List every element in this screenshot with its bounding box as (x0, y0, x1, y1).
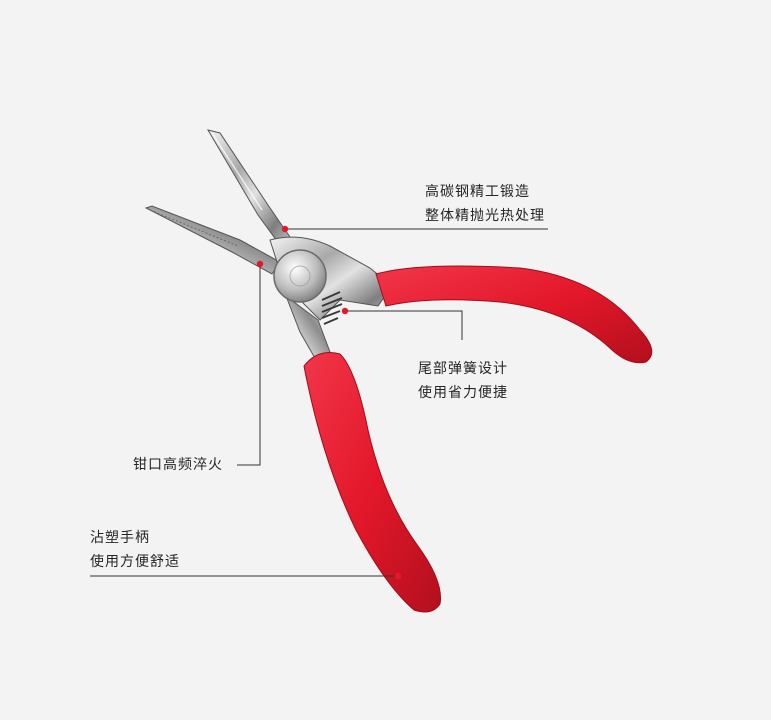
marker-spring (341, 307, 349, 315)
marker-jaw (256, 260, 264, 268)
callout-spring-line1: 尾部弹簧设计 (418, 361, 508, 377)
callout-handle: 沾塑手柄 使用方便舒适 (90, 526, 180, 574)
callout-spring: 尾部弹簧设计 使用省力便捷 (418, 357, 508, 405)
callout-handle-line1: 沾塑手柄 (90, 530, 150, 546)
callout-jaw-line1: 钳口高频淬火 (133, 457, 223, 473)
callout-handle-line2: 使用方便舒适 (90, 554, 180, 570)
marker-handle (394, 572, 402, 580)
callout-spring-line2: 使用省力便捷 (418, 385, 508, 401)
spring (321, 291, 343, 325)
callout-steel: 高碳钢精工锻造 整体精抛光热处理 (425, 180, 545, 228)
pivot-rivet (273, 249, 327, 303)
marker-steel (281, 225, 289, 233)
callout-lines (90, 228, 548, 577)
callout-jaw: 钳口高频淬火 (133, 453, 223, 477)
callout-steel-line2: 整体精抛光热处理 (425, 208, 545, 224)
callout-markers (256, 225, 402, 580)
callout-line-spring (345, 310, 463, 340)
upper-jaw (206, 129, 293, 249)
right-handle-grip (375, 265, 653, 364)
left-handle-grip (303, 352, 442, 613)
callout-line-jaw (237, 264, 261, 466)
callout-steel-line1: 高碳钢精工锻造 (425, 184, 530, 200)
